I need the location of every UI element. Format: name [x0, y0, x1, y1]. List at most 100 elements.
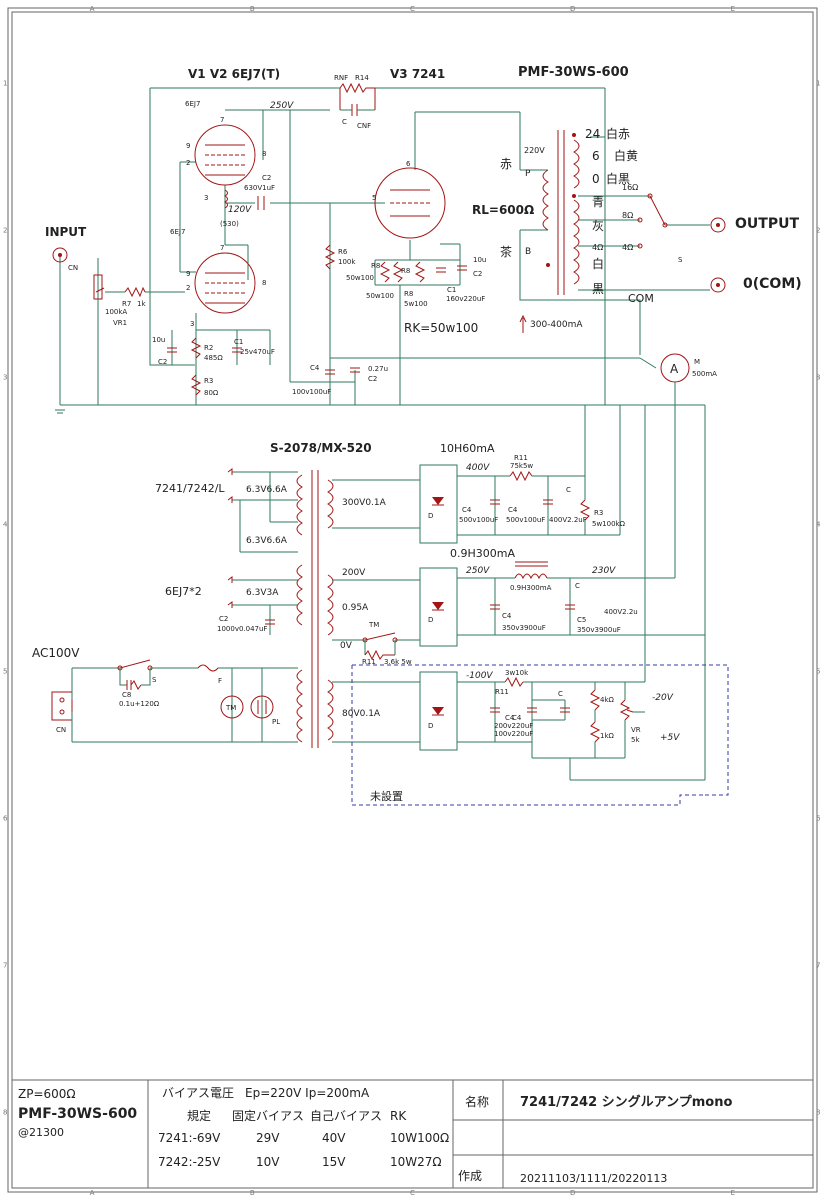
pin7a: 7: [220, 116, 224, 124]
zp-text: ZP=600Ω: [18, 1087, 76, 1101]
price-text: @21300: [18, 1126, 64, 1139]
pin7b: 7: [220, 244, 224, 252]
r7v-label: 1k: [137, 300, 146, 308]
tm-label: TM: [368, 621, 379, 629]
cnf-label: CNF: [357, 122, 371, 130]
vr1v-label: 100kA: [105, 308, 127, 316]
c4v-label: 100v100uF: [292, 388, 331, 396]
h3-label: 6.3V3A: [246, 588, 279, 598]
c-label: C: [342, 118, 347, 126]
cn2-label: CN: [56, 726, 66, 734]
b-label: B: [525, 247, 531, 257]
grid-row-label: 7: [816, 962, 820, 970]
grid-row-label: 7: [3, 962, 7, 970]
bias-h-rk: RK: [390, 1109, 407, 1123]
rl-label: RL=600Ω: [472, 203, 534, 217]
cha-label: 茶: [500, 244, 512, 259]
c8-label: C8: [122, 691, 131, 699]
tap0-label: 0: [592, 172, 600, 186]
o16-label: 16Ω: [622, 183, 638, 192]
pin3a: 3: [204, 194, 208, 202]
v220-label: 220V: [524, 146, 545, 155]
r11v-label: 75k5w: [510, 462, 533, 470]
cz-label: C: [558, 690, 563, 698]
r8bv-label: 5w100: [404, 300, 428, 308]
rnf-label: RNF: [334, 74, 348, 82]
r3v-label: 80Ω: [204, 389, 219, 397]
m-label: M: [694, 358, 700, 366]
c4a-label: C4: [462, 506, 472, 514]
c4ev-label: 100v220uF: [494, 730, 533, 738]
r8-label: R8: [371, 262, 380, 270]
c4dv-label: 200v220uF: [494, 722, 533, 730]
pin-labels: 7 9 2 8 3 7 9 2 8 3 6 5: [186, 116, 411, 328]
r11b-label: R11: [362, 658, 376, 666]
vm100-label: -100V: [466, 671, 493, 681]
name-label: 名称: [465, 1094, 489, 1109]
grid-row-label: 6: [3, 815, 8, 823]
pin6: 6: [406, 160, 411, 168]
sec300-label: 300V0.1A: [342, 498, 387, 508]
bias-cond: Ep=220V Ip=200mA: [245, 1086, 370, 1100]
grid-row-label: 8: [3, 1109, 7, 1117]
c10u-label: 10u: [473, 256, 486, 264]
c1bv-label: 25v470uF: [240, 348, 275, 356]
v250b-label: 250V: [466, 566, 490, 576]
com-label: 0(COM): [743, 276, 802, 292]
o4b-label: 4Ω: [622, 243, 633, 252]
cx-label: C: [566, 486, 571, 494]
pin8a: 8: [262, 150, 266, 158]
grid-col-label: D: [570, 1189, 575, 1197]
grid-col-label: E: [731, 5, 735, 13]
sec200-label: 200V: [342, 568, 366, 578]
model-text: PMF-30WS-600: [18, 1106, 137, 1122]
p-label: P: [525, 169, 531, 179]
cn-label: CN: [68, 264, 78, 272]
c2v-label: 630V1uF: [244, 184, 275, 192]
s530-label: (530): [220, 220, 239, 228]
r6v-label: 100k: [338, 258, 356, 266]
bias-r1-c3: 10W100Ω: [390, 1131, 449, 1145]
bias-r2-c1: 10V: [256, 1155, 280, 1169]
c10u2-label: 10u: [152, 336, 165, 344]
c2b-label: C2: [473, 270, 482, 278]
input-label: INPUT: [45, 225, 87, 239]
vr-label: VR: [631, 726, 641, 734]
amp-wiring: [59, 87, 710, 635]
grid-row-label: 3: [3, 374, 7, 382]
grid-row-label: 5: [3, 668, 7, 676]
r8b-label: R8: [401, 267, 410, 275]
r2-label: R2: [204, 344, 213, 352]
grid-col-label: A: [90, 5, 95, 13]
o8-label: 8Ω: [622, 211, 633, 220]
vr1-label: VR1: [113, 319, 127, 327]
c2-label: C2: [262, 174, 271, 182]
r3bv-label: 5w100kΩ: [592, 520, 626, 528]
psu-wiring: [51, 382, 729, 806]
com-tap-label: COM: [628, 292, 654, 305]
k1-label: 1kΩ: [600, 732, 615, 740]
c2ev-label: 1000v0.047uF: [217, 625, 267, 633]
grid-col-label: E: [731, 1189, 735, 1197]
bias-r1-c1: 29V: [256, 1131, 280, 1145]
made-label: 作成: [458, 1169, 482, 1183]
amp-components: [52, 82, 726, 414]
c1b-label: C1: [234, 338, 243, 346]
r14-label: R14: [355, 74, 369, 82]
grid-row-label: 2: [816, 227, 820, 235]
r8c-label: R8: [404, 290, 413, 298]
r3-label: R3: [204, 377, 213, 385]
c4d-label: C4: [505, 714, 515, 722]
v230-label: 230V: [592, 566, 616, 576]
h1-label: 6.3V6.6A: [246, 485, 288, 495]
d1-label: D: [428, 512, 433, 520]
name-value: 7241/7242 シングルアンプmono: [520, 1094, 732, 1110]
r3b-label: R3: [594, 509, 603, 517]
title-block: ZP=600Ω PMF-30WS-600 @21300 バイアス電圧 Ep=22…: [12, 1079, 813, 1188]
grid-col-label: B: [250, 5, 255, 13]
cxv-label: 400V2.2uF: [549, 516, 587, 524]
pin2b: 2: [186, 284, 190, 292]
tap24-label: 24: [585, 127, 600, 141]
v250-label: 250V: [270, 101, 294, 111]
c4bv-label: 500v100uF: [506, 516, 545, 524]
